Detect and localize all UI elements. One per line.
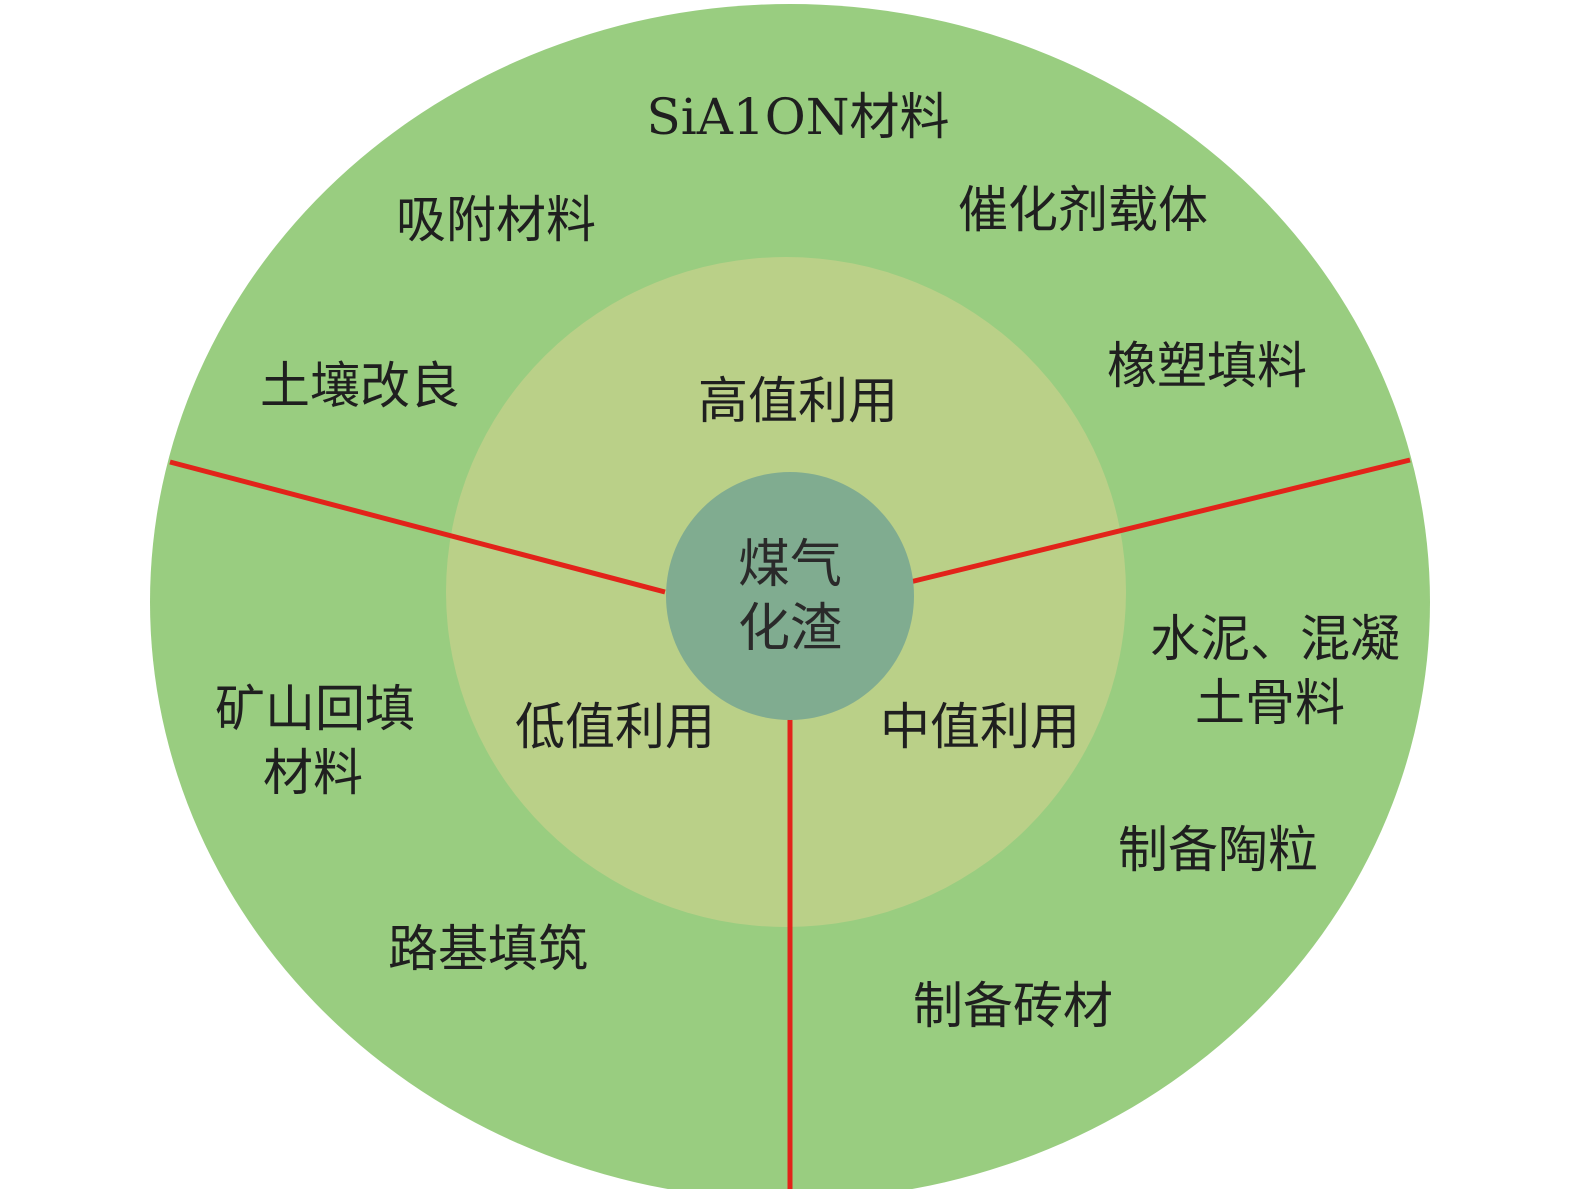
inner-label-mid-value: 中值利用: [880, 698, 1080, 756]
divider-right: [909, 457, 1411, 585]
outer-label-ceramsite: 制备陶粒: [1118, 821, 1318, 879]
outer-label-cement-line2: 土骨料: [1195, 674, 1345, 732]
outer-label-adsorption: 吸附材料: [396, 191, 596, 249]
inner-label-low-value: 低值利用: [515, 698, 715, 756]
divider-left: [169, 459, 666, 595]
center-circle: [666, 472, 914, 720]
outer-label-brick: 制备砖材: [913, 977, 1113, 1035]
center-label-line1: 煤气: [738, 535, 842, 595]
outer-label-mine-backfill-line2: 材料: [263, 744, 363, 802]
outer-label-catalyst-carrier: 催化剂载体: [958, 181, 1208, 239]
outer-label-sialon: SiA1ON材料: [647, 88, 950, 146]
outer-label-rubber-filler: 橡塑填料: [1107, 337, 1307, 395]
outer-label-roadbed: 路基填筑: [388, 920, 588, 978]
outer-label-cement-line1: 水泥、混凝: [1150, 610, 1400, 668]
center-label-line2: 化渣: [738, 599, 842, 659]
inner-label-high-value: 高值利用: [698, 372, 898, 430]
outer-label-mine-backfill-line1: 矿山回填: [215, 680, 415, 738]
outer-label-soil-improvement: 土壤改良: [260, 357, 460, 415]
